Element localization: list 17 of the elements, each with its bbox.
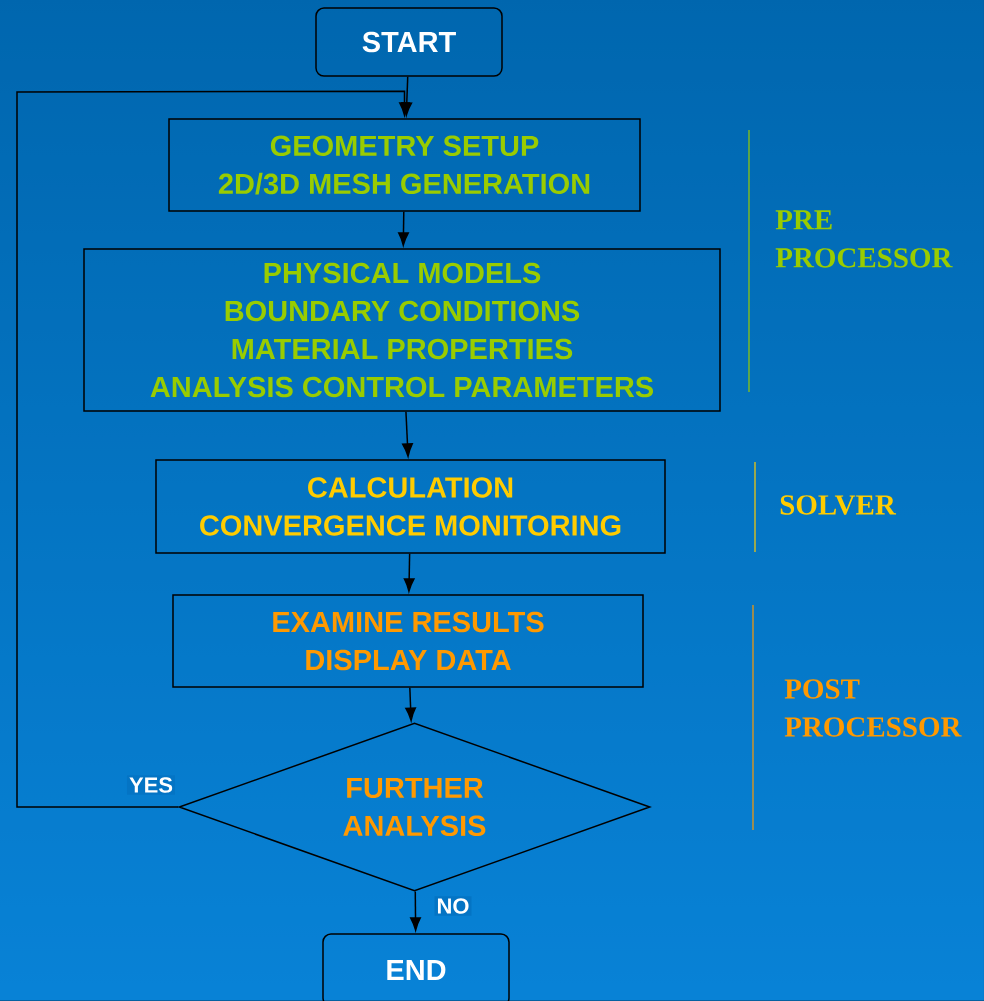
arrow	[16, 90, 410, 808]
arrow	[402, 411, 413, 457]
process-box: GEOMETRY SETUP 2D/3D MESH GENERATION	[168, 118, 641, 212]
process-box: PHYSICAL MODELS BOUNDARY CONDITIONS MATERIAL PROPERTIES ANALYSIS CONTROL PARAMETERS	[83, 248, 721, 412]
arrow	[403, 553, 415, 592]
process-box: EXAMINE RESULTS DISPLAY DATA	[172, 594, 644, 688]
terminal-box: END	[322, 933, 510, 1001]
arrow	[410, 890, 421, 931]
arrow	[398, 211, 409, 246]
process-box: CALCULATION CONVERGENCE MONITORING	[155, 459, 666, 554]
edge-label: YES	[127, 775, 175, 795]
edge-label: NO	[434, 896, 472, 916]
stage-label: SOLVER	[780, 495, 897, 515]
stage-label: PRE PROCESSOR	[775, 210, 953, 268]
arrow	[405, 687, 417, 722]
stage-label: POST PROCESSOR	[784, 679, 962, 737]
terminal-box: START	[315, 7, 503, 77]
